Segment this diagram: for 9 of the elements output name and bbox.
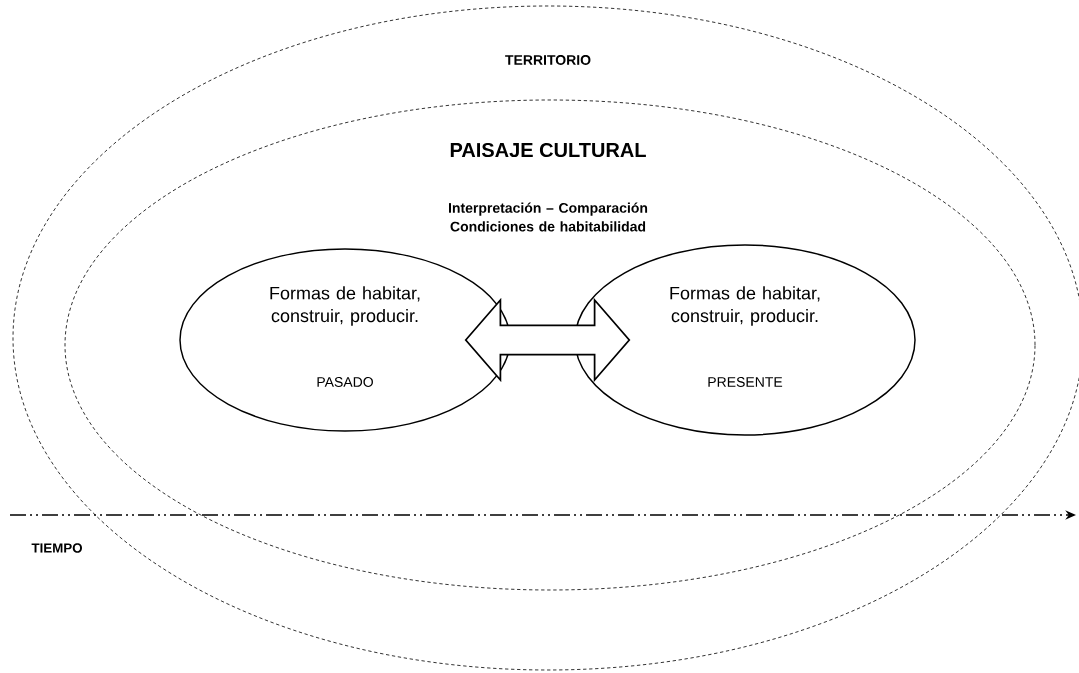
region-title: TERRITORIO bbox=[505, 55, 591, 65]
region-title: PAISAJE CULTURAL bbox=[450, 142, 646, 158]
double-arrow bbox=[464, 297, 631, 383]
axis-label: TIEMPO bbox=[31, 543, 82, 553]
ellipse-text: Formas de habitar, construir, producir. bbox=[670, 286, 820, 326]
region-subtitle: Interpretación – Comparación Condiciones de habitabilidad bbox=[449, 202, 648, 232]
ellipse-text: Formas de habitar, construir, producir. bbox=[270, 286, 420, 326]
ellipse-caption: PASADO bbox=[317, 377, 373, 387]
ellipse-caption: PRESENTE bbox=[708, 377, 783, 387]
